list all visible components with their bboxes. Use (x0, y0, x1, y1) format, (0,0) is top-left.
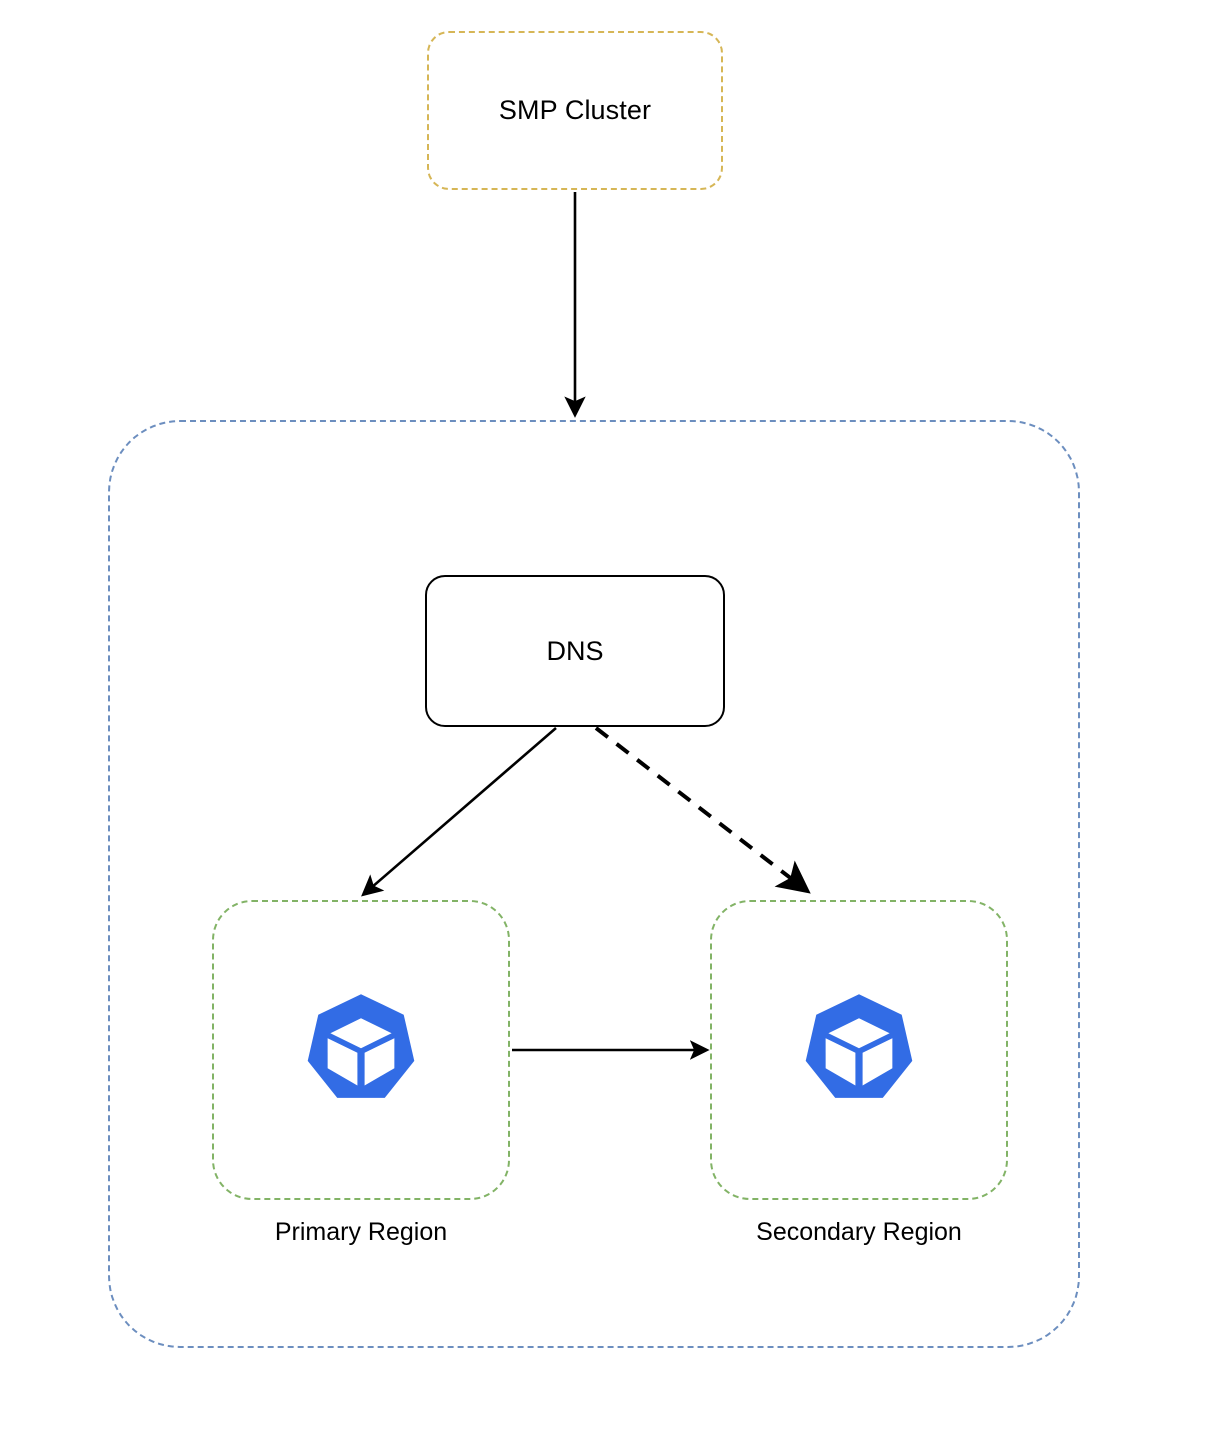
secondary-region-label: Secondary Region (756, 1218, 962, 1246)
edge-dns-to-secondary (594, 726, 811, 894)
node-cloud-container[interactable] (108, 420, 1080, 1348)
node-primary-region[interactable] (212, 900, 510, 1200)
primary-region-label: Primary Region (274, 1218, 448, 1246)
node-dns[interactable]: DNS (425, 575, 725, 727)
smp-cluster-label: SMP Cluster (498, 95, 652, 125)
kubernetes-icon (805, 994, 913, 1098)
node-secondary-region[interactable] (710, 900, 1008, 1200)
dns-label: DNS (546, 635, 604, 666)
node-smp-cluster[interactable]: SMP Cluster (427, 31, 723, 190)
edge-dns-to-primary (361, 727, 557, 897)
kubernetes-icon (307, 994, 415, 1098)
